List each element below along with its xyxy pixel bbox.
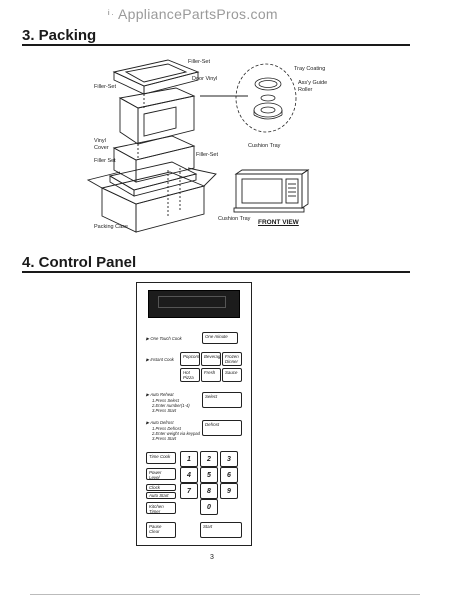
leader-line (200, 95, 248, 97)
label-door-vinyl: Door Vinyl (192, 76, 218, 82)
defrost-button[interactable]: Defrost (202, 420, 242, 436)
packing-diagram (86, 59, 217, 233)
fresh-button[interactable]: Fresh (201, 368, 221, 382)
label-one-touch-cook: ▶ One Touch Cook (146, 336, 182, 341)
digit-8-button[interactable]: 8 (200, 483, 218, 499)
pause-clear-button[interactable]: Pause Clear (146, 522, 176, 538)
sauce-button[interactable]: Sauce (222, 368, 242, 382)
section-control-panel-rule (22, 271, 410, 273)
auto-defrost-step-1: 1.Press Defrost (152, 426, 181, 431)
auto-start-button[interactable]: Auto Start (146, 492, 176, 499)
auto-reheat-step-3: 3.Press Start (152, 408, 177, 413)
label-one-touch-cook-text: One Touch Cook (150, 336, 182, 341)
label-tray-coating: Tray Coating (294, 66, 326, 72)
digit-4-button[interactable]: 4 (180, 467, 198, 483)
label-packing-case: Packing Case (94, 224, 128, 230)
start-button[interactable]: Start (200, 522, 242, 538)
section-packing-title: 3. Packing (22, 27, 97, 44)
popcorn-button[interactable]: Popcorn (180, 352, 200, 366)
label-filler-set-bottom: Filler Set (94, 158, 116, 164)
digit-7-button[interactable]: 7 (180, 483, 198, 499)
label-auto-defrost: ▶ Auto Defrost (146, 420, 174, 425)
time-cook-button[interactable]: Time Cook (146, 452, 176, 464)
digit-3-button[interactable]: 3 (220, 451, 238, 467)
digit-6-button[interactable]: 6 (220, 467, 238, 483)
digit-5-button[interactable]: 5 (200, 467, 218, 483)
label-assy-guide-roller: Ass'y Guide Roller (298, 80, 328, 93)
header-mark: i . (108, 10, 114, 17)
clock-button[interactable]: Clock (146, 484, 176, 491)
digit-9-button[interactable]: 9 (220, 483, 238, 499)
label-filler-set-top: Filler-Set (188, 59, 211, 65)
display-window (148, 290, 240, 318)
vinyl-cover-shape (112, 135, 196, 161)
digit-0-button[interactable]: 0 (200, 499, 218, 515)
bottom-rule (30, 594, 420, 595)
auto-defrost-step-2: 2.Enter weight via keypad (152, 431, 200, 436)
label-instant-cook: ▶ Instant Cook (146, 357, 174, 362)
label-auto-reheat-text: Auto Reheat (150, 392, 174, 397)
label-auto-reheat: ▶ Auto Reheat (146, 392, 174, 397)
kitchen-timer-button[interactable]: Kitchen Timer (146, 502, 176, 514)
label-filler-set-left: Filler-Set (94, 84, 117, 90)
display-inner (158, 296, 226, 308)
auto-defrost-step-3: 3.Press Start (152, 436, 177, 441)
watermark: AppliancePartsPros.com (118, 6, 278, 22)
hot-pizza-button[interactable]: Hot Pizza (180, 368, 200, 382)
digit-1-button[interactable]: 1 (180, 451, 198, 467)
label-auto-defrost-text: Auto Defrost (150, 420, 174, 425)
auto-reheat-step-1: 1.Press Select (152, 398, 179, 403)
label-instant-cook-text: Instant Cook (150, 357, 174, 362)
front-view-label: FRONT VIEW (258, 219, 299, 226)
page-number: 3 (210, 554, 214, 561)
beverage-button[interactable]: Beverage (201, 352, 221, 366)
filler-set-top-shape (112, 59, 200, 87)
power-level-button[interactable]: Power Level (146, 468, 176, 480)
label-cushion-tray-right: Cushion Tray (248, 143, 281, 149)
tray-detail-diagram (235, 63, 297, 133)
digit-2-button[interactable]: 2 (200, 451, 218, 467)
one-minute-button[interactable]: One minute (202, 332, 238, 344)
label-cushion-tray-bottom: Cushion Tray (218, 216, 251, 222)
label-filler-set-mid: Filler-Set (196, 152, 219, 158)
label-vinyl-cover: Vinyl Cover (94, 138, 109, 151)
select-button[interactable]: Select (202, 392, 242, 408)
frozen-dinner-button[interactable]: Frozen Dinner (222, 352, 242, 366)
auto-reheat-step-2: 2.Enter number(1-4) (152, 403, 190, 408)
section-packing-rule (22, 44, 410, 46)
front-view-diagram (233, 169, 310, 213)
section-control-panel-title: 4. Control Panel (22, 254, 137, 271)
